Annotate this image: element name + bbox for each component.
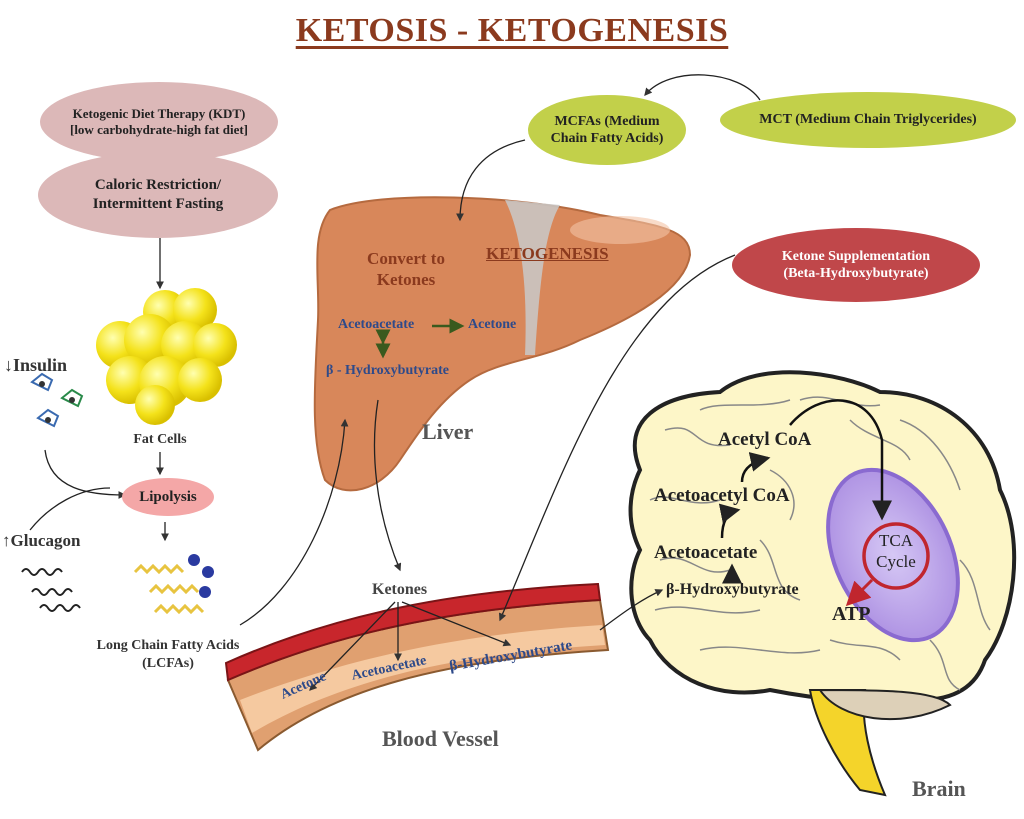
brain-shape [628,370,1017,797]
ketone-supplementation-ellipse: Ketone Supplementation (Beta-Hydroxybuty… [732,228,980,302]
convert-to-ketones-label: Convert to Ketones [367,249,445,290]
tca-to-atp-arrow [845,578,874,607]
brain-label: Brain [912,776,966,801]
liver-acetoacetate-label: Acetoacetate [338,317,415,332]
acetoacetylcoa-to-acetylcoa-arrow [740,452,771,483]
mct-to-mcfa-arrow [644,74,761,101]
glucagon-to-lipolysis-line [29,487,111,531]
insulin-to-lipolysis-arrow [44,449,127,499]
blood-vessel-label: Blood Vessel [382,726,499,751]
glucagon-molecules-icon [21,568,81,612]
blood-to-brain-arrow [599,589,664,631]
ketones-label: Ketones [372,581,428,598]
ketone-supp-to-blood-arrow [498,254,736,622]
liver-acetone-label: Acetone [468,317,517,332]
mcfa-to-liver-arrow [456,139,526,222]
page-title: KETOSIS - KETOGENESIS [295,12,729,49]
lcfa-label: Long Chain Fatty Acids (LCFAs) [96,638,240,671]
brain-bhb-label: β-Hydroxybutyrate [666,581,799,598]
acetoacetate-to-acetoacetylcoa-arrow [718,503,741,539]
mct-ellipse: MCT (Medium Chain Triglycerides) [720,92,1016,148]
glucagon-label: ↑Glucagon [2,531,81,550]
insulin-molecules-icon [30,372,84,428]
liver-shape [313,196,692,492]
acetyl-coa-label: Acetyl CoA [718,429,812,450]
kdt-ellipse: Ketogenic Diet Therapy (KDT) [low carboh… [40,82,278,162]
fat-cells-label: Fat Cells [133,432,187,447]
ketones-to-acetone-arrow [309,601,396,691]
liver-label: Liver [422,419,474,444]
fatty-acids-icon [133,563,205,615]
lipolysis-ellipse: Lipolysis [122,478,214,516]
tca-cycle-label: TCA Cycle [876,531,916,572]
insulin-label: ↓Insulin [4,355,68,375]
caloric-restriction-ellipse: Caloric Restriction/ Intermittent Fastin… [38,152,278,238]
fat-cells-image [96,288,237,425]
glycerol-molecules-icon [188,554,214,598]
ketones-to-bhb-arrow [401,601,512,647]
brain-acetoacetate-label: Acetoacetate [654,542,758,563]
tca-cycle-ring [862,522,930,590]
acetylcoa-to-tca-arrow [789,399,892,521]
mcfa-ellipse: MCFAs (Medium Chain Fatty Acids) [528,95,686,165]
liver-bhb-label: β - Hydroxybutyrate [326,363,449,378]
blood-vessel-shape [224,582,610,752]
lcfa-to-liver-arrow [239,418,349,626]
atp-label: ATP [832,603,871,625]
acetoacetyl-coa-label: Acetoacetyl CoA [654,485,790,506]
liver-to-ketones-arrow [373,399,402,572]
ketogenesis-label: KETOGENESIS [486,244,609,263]
